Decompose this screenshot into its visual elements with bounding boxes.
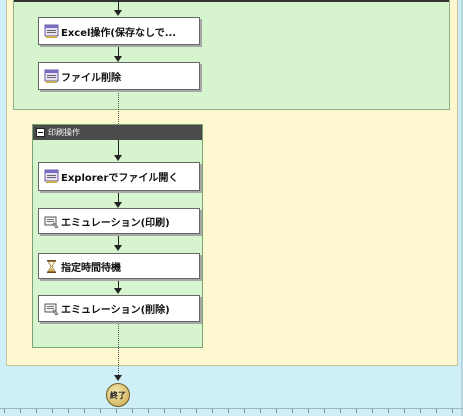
connector-arrow [114,56,122,62]
connector-arrow [114,245,122,251]
connector [118,46,119,58]
ruler-tick [340,409,341,413]
emulation-print-icon [44,216,59,228]
ruler-tick [356,409,357,413]
flow-node-emulation-delete[interactable]: エミュレーション(削除) [38,295,200,322]
ruler-tick [308,409,309,413]
ruler-tick [324,409,325,413]
connector [118,0,119,12]
ruler-tick [52,409,53,413]
flow-node-label: Excel操作(保存なしで... [61,27,177,39]
connector-arrow [114,10,122,16]
bottom-ruler [0,408,463,416]
ruler-tick [20,409,21,413]
excel-action-icon [44,24,59,38]
ruler-tick [276,409,277,413]
flow-node-label: ファイル削除 [61,72,121,84]
ruler-tick [4,409,5,413]
group-title: 印刷操作 [48,128,80,137]
ruler-tick [420,409,421,413]
flow-node-label: エミュレーション(削除) [61,305,170,316]
ruler-tick [372,409,373,413]
flow-node-label: Explorerでファイル開く [61,173,179,184]
group-header[interactable]: 印刷操作 [33,125,202,140]
end-label: 終了 [110,390,126,400]
ruler-tick [260,409,261,413]
ruler-tick [212,409,213,413]
connector [118,140,119,156]
collapse-icon[interactable] [36,128,45,137]
connector-dotted [118,90,120,150]
ruler-tick [404,409,405,413]
upper-group-edge [14,0,449,2]
ruler-tick [100,409,101,413]
ruler-tick [292,409,293,413]
connector-arrow [114,155,122,161]
flow-node-emulation-print[interactable]: エミュレーション(印刷) [38,208,200,234]
ruler-tick [452,409,453,413]
flow-node-label: 指定時間待機 [61,262,121,274]
ruler-tick [132,409,133,413]
ruler-tick [180,409,181,413]
flow-node-label: エミュレーション(印刷) [61,217,170,229]
ruler-tick [196,409,197,413]
ruler-tick [228,409,229,413]
ruler-tick [36,409,37,413]
ruler-tick [148,409,149,413]
connector [118,192,119,204]
ruler-tick [244,409,245,413]
flow-node-excel[interactable]: Excel操作(保存なしで... [38,17,200,45]
flow-node-explorer-open[interactable]: Explorerでファイル開く [38,162,200,191]
hourglass-icon [47,259,56,273]
ruler-tick [164,409,165,413]
connector-arrow [114,288,122,294]
ruler-tick [388,409,389,413]
ruler-tick [116,409,117,413]
flow-node-file-delete[interactable]: ファイル削除 [38,62,200,90]
connector-arrow [114,375,122,381]
connector [118,280,119,290]
connector-arrow [114,202,122,208]
ruler-tick [68,409,69,413]
connector-dotted [118,323,120,377]
file-delete-icon [44,69,59,83]
ruler-tick [84,409,85,413]
ruler-tick [436,409,437,413]
emulation-delete-icon [44,303,59,316]
connector [118,235,119,247]
flow-node-wait[interactable]: 指定時間待機 [38,253,200,279]
explorer-open-icon [44,169,59,183]
end-node[interactable]: 終了 [106,383,130,407]
